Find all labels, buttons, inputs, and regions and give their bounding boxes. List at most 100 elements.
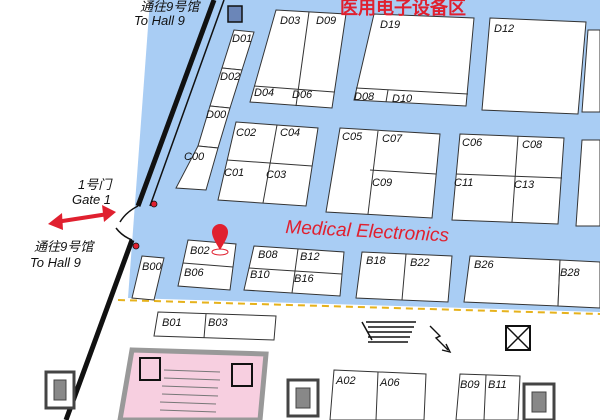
booth-label-d10[interactable]: D10 — [392, 93, 413, 105]
stairs-icon-3 — [522, 382, 556, 420]
booth-divider-c-right-h — [455, 173, 563, 179]
escalator-icon — [159, 369, 221, 413]
booth-divider-b02 — [182, 262, 234, 268]
booth-label-b11[interactable]: B11 — [488, 379, 507, 391]
booth-label-d03[interactable]: D03 — [280, 15, 301, 27]
booth-grid — [131, 5, 600, 420]
booth-divider-b09 — [483, 374, 487, 420]
booth-label-c09[interactable]: C09 — [372, 177, 392, 189]
restricted-area — [117, 347, 269, 420]
booth-label-d08[interactable]: D08 — [354, 91, 375, 103]
restricted-square-right — [231, 363, 253, 387]
booth-rect-d19-block[interactable] — [353, 13, 475, 107]
booth-rect-c-block-mid[interactable] — [325, 127, 441, 219]
to-hall-bottom-en: To Hall 9 — [30, 255, 81, 270]
aisle-separator — [117, 299, 600, 315]
booth-rect-b09-block[interactable] — [455, 373, 521, 420]
booth-label-c07[interactable]: C07 — [382, 133, 403, 145]
restricted-square-left — [139, 357, 161, 381]
booth-rect-a02-block[interactable] — [329, 369, 427, 420]
booth-label-b28[interactable]: B28 — [560, 267, 580, 279]
location-pin-icon — [211, 224, 229, 256]
booth-divider-d19b — [385, 89, 389, 103]
hall-wall-lower — [63, 239, 135, 420]
booth-label-c11[interactable]: C11 — [454, 177, 473, 189]
booth-label-c00[interactable]: C00 — [184, 151, 205, 163]
booth-label-d04[interactable]: D04 — [254, 87, 274, 99]
hall-wall-inner — [149, 0, 225, 207]
booth-label-d02[interactable]: D02 — [220, 71, 240, 83]
booth-label-b18[interactable]: B18 — [366, 255, 386, 267]
booth-divider-c-right-v — [511, 135, 519, 223]
booth-label-c08[interactable]: C08 — [522, 139, 543, 151]
hall-wall — [135, 0, 217, 207]
booth-rect-d03-block[interactable] — [249, 9, 347, 109]
booth-label-b02[interactable]: B02 — [190, 245, 210, 257]
booth-rect-b28-block[interactable] — [557, 259, 600, 309]
elevator-icon — [505, 325, 531, 351]
gate-post-bottom — [132, 242, 140, 250]
gate-post-top — [150, 200, 158, 208]
booth-label-d12[interactable]: D12 — [494, 23, 514, 35]
booth-label-b16[interactable]: B16 — [294, 273, 314, 285]
booth-label-c02[interactable]: C02 — [236, 127, 256, 139]
booth-divider-d19 — [355, 87, 469, 95]
booth-divider-c-v — [262, 124, 278, 204]
booth-divider-b08-h — [248, 267, 343, 275]
booth-label-d01[interactable]: D01 — [232, 33, 252, 45]
booth-label-b22[interactable]: B22 — [410, 257, 430, 269]
gate-cn: 1号门 — [78, 177, 112, 192]
to-hall-top-cn: 通往9号馆 — [140, 0, 200, 14]
booth-label-a06[interactable]: A06 — [379, 377, 400, 389]
booth-rect-d12-block[interactable] — [481, 17, 587, 115]
booth-divider-c-mid-v — [367, 130, 379, 215]
booth-label-b10[interactable]: B10 — [250, 269, 270, 281]
booth-divider-a02 — [375, 371, 379, 420]
booth-divider-d — [295, 11, 310, 107]
booth-label-b08[interactable]: B08 — [258, 249, 278, 261]
booth-rect-top-service — [227, 5, 243, 23]
booth-label-c06[interactable]: C06 — [462, 137, 483, 149]
booth-label-c01[interactable]: C01 — [224, 167, 244, 179]
booth-label-b06[interactable]: B06 — [184, 267, 204, 279]
booth-label-b09[interactable]: B09 — [460, 379, 480, 391]
booth-label-c04[interactable]: C04 — [280, 127, 300, 139]
booth-rect-c00[interactable] — [175, 145, 219, 191]
booth-label-b03[interactable]: B03 — [208, 317, 228, 329]
gate-en: Gate 1 — [72, 192, 112, 207]
hall-title: 医用电子设备区 — [340, 0, 466, 18]
to-hall-bottom-cn: 通往9号馆 — [34, 239, 94, 254]
booth-label-c03[interactable]: C03 — [266, 169, 287, 181]
booth-divider-b01 — [203, 313, 207, 339]
booth-rect-edge-2 — [575, 139, 600, 227]
booth-label-d06[interactable]: D06 — [292, 89, 313, 101]
booth-divider-d2 — [253, 85, 335, 93]
booth-divider-c-h — [226, 159, 313, 167]
stairs-icon-2 — [286, 378, 320, 418]
booth-divider-c-mid-h — [369, 169, 437, 175]
booth-rect-b00[interactable] — [131, 255, 165, 301]
stairs-icon — [44, 370, 76, 410]
booth-label-b26[interactable]: B26 — [474, 259, 494, 271]
gate-door-top — [119, 205, 139, 223]
gate-door-bottom — [115, 227, 133, 241]
booth-label-a02[interactable]: A02 — [335, 375, 356, 387]
lightning-icon — [429, 325, 452, 354]
booth-rect-c-block-right[interactable] — [451, 133, 565, 225]
booth-label-d19[interactable]: D19 — [380, 19, 400, 31]
booth-label-b12[interactable]: B12 — [300, 251, 320, 263]
gate-arrow-icon — [48, 205, 116, 230]
booth-label-b01[interactable]: B01 — [162, 317, 182, 329]
booth-rect-c-block-left[interactable] — [217, 121, 319, 207]
to-hall-top-en: To Hall 9 — [134, 13, 185, 28]
booth-rect-b01-block[interactable] — [153, 311, 277, 341]
booth-divider-b18 — [401, 253, 407, 301]
booth-label-c05[interactable]: C05 — [342, 131, 363, 143]
booth-rect-edge-1 — [581, 29, 600, 113]
booth-label-d09[interactable]: D09 — [316, 15, 336, 27]
booth-label-d00[interactable]: D00 — [206, 109, 227, 121]
booth-label-c13[interactable]: C13 — [514, 179, 535, 191]
booth-label-b00[interactable]: B00 — [142, 261, 162, 273]
ramp-icon — [361, 321, 416, 343]
